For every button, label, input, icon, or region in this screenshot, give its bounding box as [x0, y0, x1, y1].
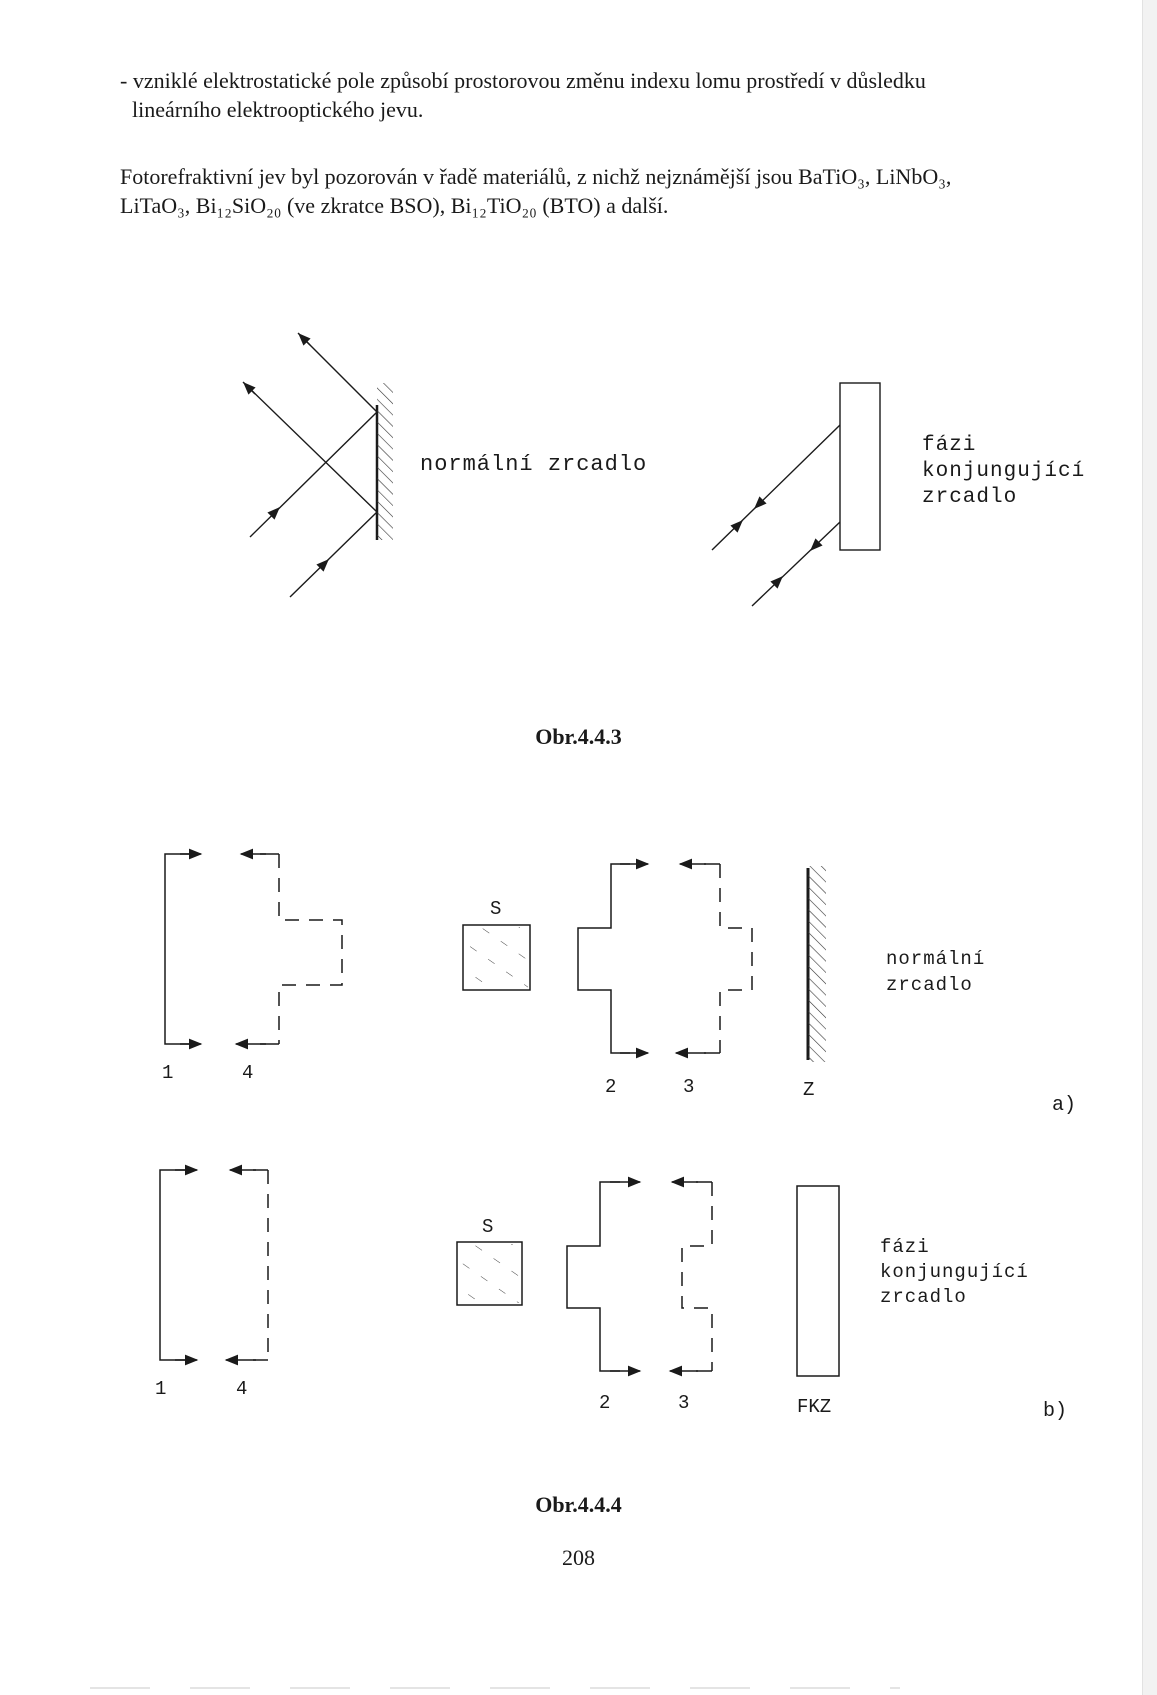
figure-4-4-4-a-labels: 1 4 S 2 3 Z normální zrcadlo a) [162, 898, 1076, 1117]
pc-mirror-box [839, 382, 881, 551]
label-fkz-b: FKZ [797, 1396, 831, 1418]
pc-label-line-2: konjungující [922, 460, 1085, 483]
bullet-line-1: - vzniklé elektrostatické pole způsobí p… [120, 68, 926, 93]
figure-4-4-4-b [159, 1164, 840, 1377]
pc-ray-2-arrow-in [770, 576, 783, 589]
mirror-label-b-line-2: konjungující [880, 1261, 1029, 1283]
figure-caption-4-4-4: Obr.4.4.4 [535, 1492, 622, 1517]
mirror-label-a-line-2: zrcadlo [886, 974, 973, 996]
panel-label-a: a) [1052, 1094, 1076, 1117]
pc-mirror-diagram [711, 382, 881, 607]
bullet-line-2: lineárního elektrooptického jevu. [132, 97, 424, 122]
wavefront-3-a [719, 864, 753, 1053]
materials-line-2: LiTaO₃, Bi₁₂SiO₂₀ (ve zkratce BSO), Bi₁₂… [120, 193, 669, 218]
mirror-label-b-line-3: zrcadlo [880, 1286, 967, 1308]
pc-label-line-3: zrcadlo [922, 486, 1017, 509]
incident-ray-1 [249, 411, 378, 538]
mirror-label-b-line-1: fázi [880, 1236, 930, 1258]
wavefront-1-b [159, 1169, 195, 1361]
reflected-arrow-1 [298, 333, 311, 346]
normal-mirror-diagram [242, 332, 393, 598]
label-4-b: 4 [236, 1378, 247, 1400]
label-2-a: 2 [605, 1076, 616, 1098]
pc-ray-1-arrow-out [754, 496, 767, 509]
figure-caption-4-4-3: Obr.4.4.3 [535, 724, 622, 749]
materials-line-1: Fotorefraktivní jev byl pozorován v řadě… [120, 164, 952, 189]
sample-s-a-texture [465, 927, 528, 988]
reflected-ray-2 [242, 381, 378, 513]
reflected-ray-1 [297, 332, 378, 413]
pc-ray-2 [751, 521, 841, 607]
mirror-label-a-line-1: normální [886, 948, 985, 970]
label-1-b: 1 [155, 1378, 166, 1400]
label-2-b: 2 [599, 1392, 610, 1414]
label-3-b: 3 [678, 1392, 689, 1414]
label-1-a: 1 [162, 1062, 173, 1084]
incident-arrow-2 [316, 559, 329, 572]
wavefront-3-b [681, 1182, 713, 1371]
sample-s-b-texture [459, 1244, 520, 1303]
label-s-a: S [490, 898, 501, 920]
reflected-arrow-2 [243, 382, 256, 395]
normal-mirror-label: normální zrcadlo [420, 452, 647, 477]
wavefront-1-a [164, 853, 200, 1045]
wavefront-4-a [278, 854, 343, 1044]
pc-ray-1-arrow-in [730, 520, 743, 533]
figure-4-4-4-b-labels: 1 4 S 2 3 FKZ fázi konjungující zrcadlo … [155, 1216, 1067, 1423]
pc-ray-2-arrow-out [810, 538, 823, 551]
page-number: 208 [562, 1545, 595, 1570]
label-3-a: 3 [683, 1076, 694, 1098]
incident-arrow-1 [267, 507, 280, 520]
pc-label-line-1: fázi [922, 434, 976, 457]
wavefront-2-a [577, 863, 630, 1054]
figure-4-4-3: normální zrcadlo fázi konjungující zrcad… [242, 332, 1085, 607]
label-4-a: 4 [242, 1062, 253, 1084]
bullet-paragraph: - vzniklé elektrostatické pole způsobí p… [120, 66, 1080, 124]
wavefront-2-b [566, 1181, 620, 1372]
pc-ray-1 [711, 424, 841, 551]
figure-4-4-4-a [164, 848, 826, 1062]
label-z-a: Z [803, 1079, 814, 1101]
panel-label-b: b) [1043, 1400, 1067, 1423]
incident-ray-2 [289, 511, 378, 598]
materials-paragraph: Fotorefraktivní jev byl pozorován v řadě… [120, 162, 1080, 220]
mirror-hatching [377, 383, 393, 540]
label-s-b: S [482, 1216, 493, 1238]
sample-s-a [462, 924, 531, 991]
mirror-z-hatching [808, 866, 826, 1062]
pc-mirror-fkz [796, 1185, 840, 1377]
page-edge [1142, 0, 1157, 1695]
sample-s-b [456, 1241, 523, 1306]
